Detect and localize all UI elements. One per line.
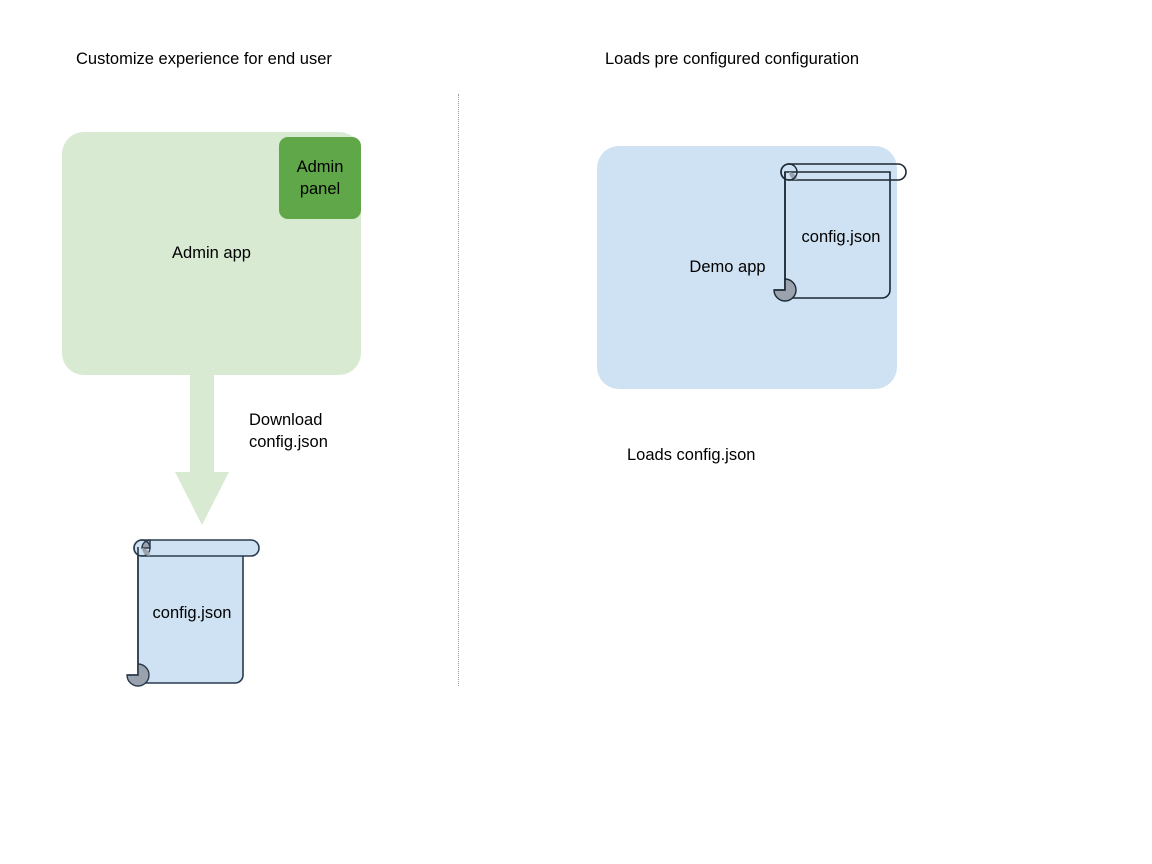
heading-right: Loads pre configured configuration (605, 50, 860, 68)
config-json-label-left: config.json (153, 604, 232, 622)
admin-panel-box[interactable]: Admin panel (279, 137, 361, 219)
admin-panel-label-line1: Admin (296, 158, 344, 176)
download-arrow-icon (175, 372, 229, 525)
config-json-document-right[interactable]: config.json (765, 150, 915, 315)
config-json-document-left[interactable]: config.json (118, 525, 268, 695)
admin-app-box[interactable]: Admin app Admin panel (62, 132, 361, 375)
loads-config-caption: Loads config.json (627, 446, 756, 464)
demo-app-box[interactable]: Demo app (597, 146, 897, 389)
download-arrow-label-line2: config.json (249, 433, 328, 451)
demo-app-label: Demo app (689, 258, 766, 276)
heading-left: Customize experience for end user (76, 50, 332, 68)
admin-panel-label-line2: panel (299, 180, 341, 198)
admin-app-label: Admin app (172, 244, 251, 262)
vertical-dotted-divider (458, 94, 459, 686)
config-json-label-right: config.json (802, 228, 881, 246)
download-arrow-label-line1: Download (249, 411, 323, 429)
download-arrow-label: Download config.json (249, 409, 328, 453)
